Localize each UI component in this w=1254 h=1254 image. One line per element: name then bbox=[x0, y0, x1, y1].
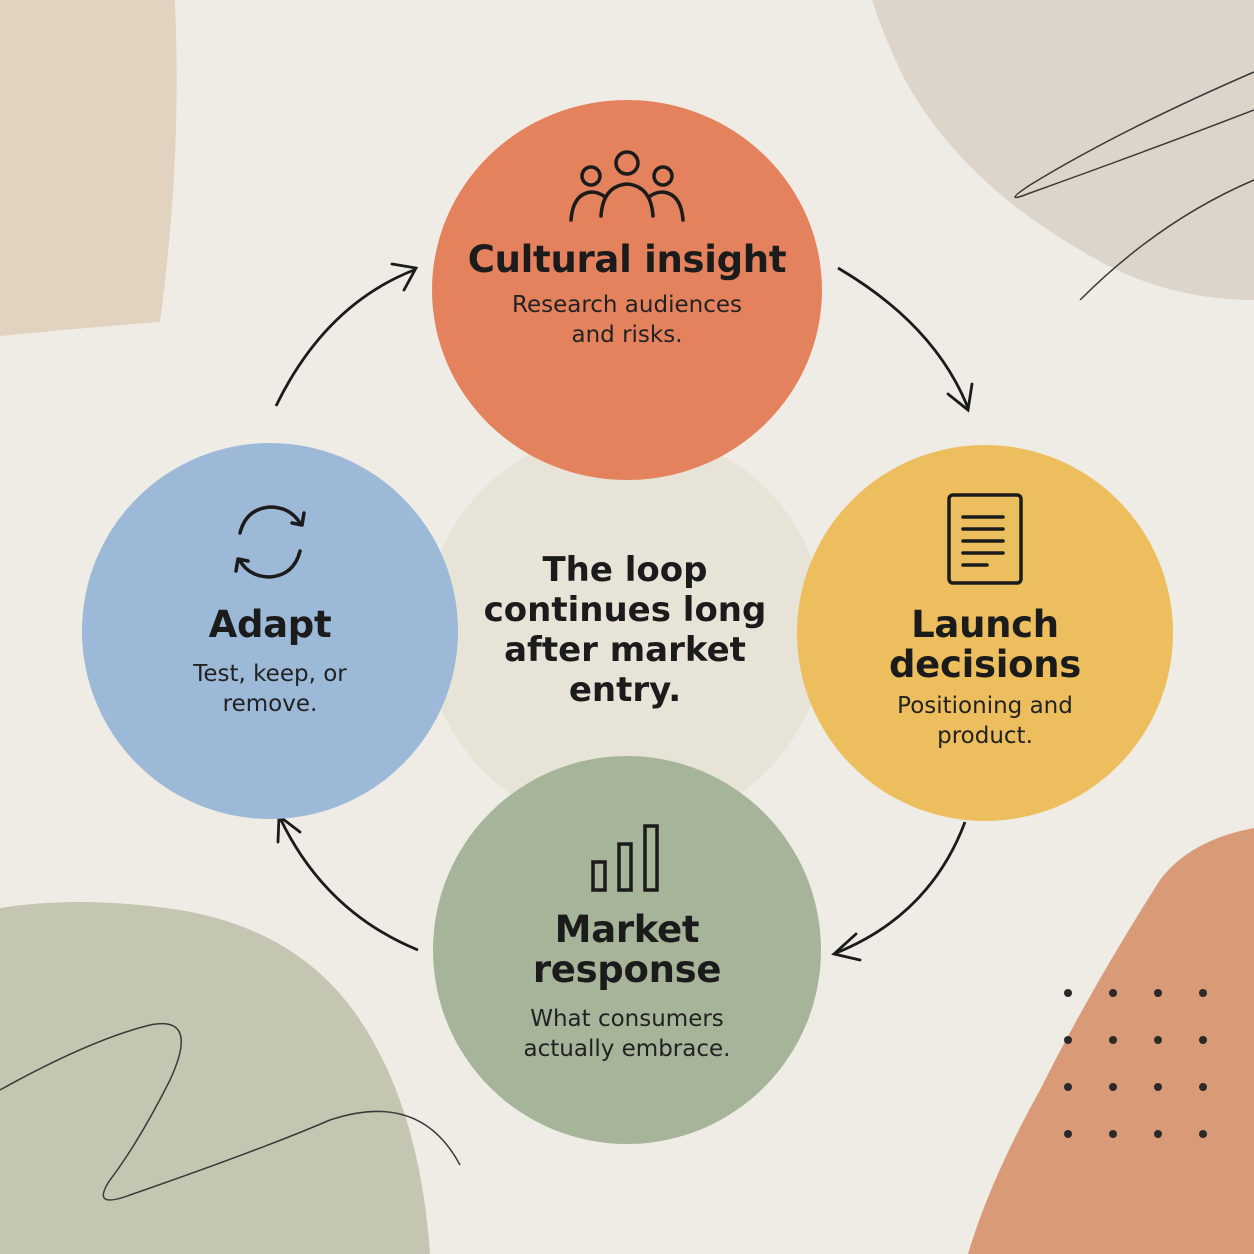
step-market-response: Market response What consumers actually … bbox=[433, 756, 821, 1144]
step-title: Market response bbox=[532, 908, 722, 991]
step-title: Cultural insight bbox=[467, 238, 787, 281]
step-launch-decisions: Launch decisions Positioning and product… bbox=[797, 445, 1173, 821]
people-group-icon bbox=[569, 150, 685, 222]
step-adapt: Adapt Test, keep, or remove. bbox=[82, 443, 458, 819]
squiggle-line-top-right bbox=[1014, 71, 1254, 301]
center-text: The loop continues long after market ent… bbox=[483, 550, 767, 710]
step-title: Adapt bbox=[208, 603, 332, 646]
green-blob-bottom-left bbox=[0, 901, 430, 1254]
step-title: Launch decisions bbox=[889, 603, 1081, 686]
gray-blob-top-right bbox=[872, 0, 1254, 300]
step-cultural-insight: Cultural insight Research audiences and … bbox=[432, 100, 822, 480]
step-subtitle: Positioning and product. bbox=[897, 693, 1073, 749]
refresh-cycle-icon bbox=[234, 505, 306, 579]
document-icon bbox=[947, 493, 1023, 585]
bar-chart-icon bbox=[591, 824, 659, 892]
step-subtitle: What consumers actually embrace. bbox=[523, 1006, 731, 1062]
squiggle-line-bottom-left bbox=[0, 1023, 461, 1201]
step-subtitle: Test, keep, or remove. bbox=[193, 661, 347, 717]
step-subtitle: Research audiences and risks. bbox=[512, 292, 742, 348]
dot-grid-bottom-right bbox=[1064, 989, 1207, 1138]
beige-blob-top-left bbox=[0, 0, 177, 336]
